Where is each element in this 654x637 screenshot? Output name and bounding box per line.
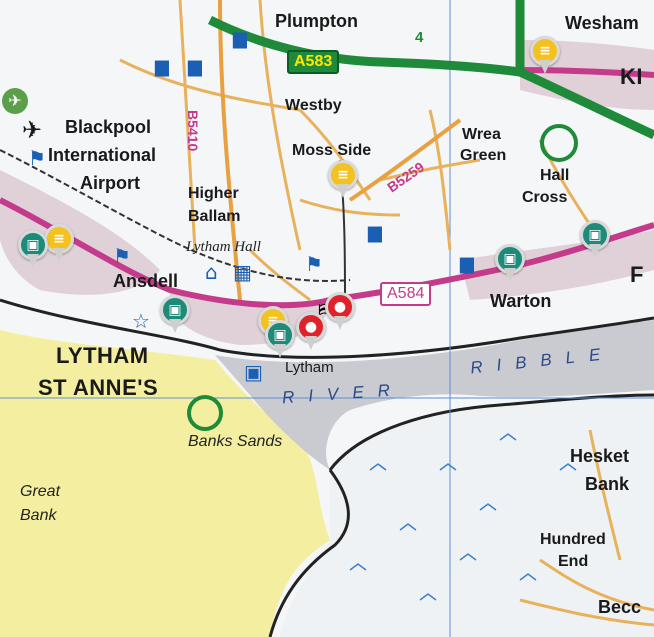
- place-westby: Westby: [285, 97, 342, 114]
- place-becconsall: Becc: [598, 597, 642, 617]
- flag-icon[interactable]: ⚑: [113, 244, 131, 268]
- sand-area: [0, 330, 330, 637]
- station-marker-pin[interactable]: ●: [296, 312, 326, 352]
- map-ring-banks-sands[interactable]: [187, 395, 223, 431]
- place-hesketh-bank-line2: Bank: [585, 474, 630, 494]
- estuary-channel: [215, 320, 654, 470]
- station-marker-pin[interactable]: ●: [325, 292, 355, 332]
- rail-station-pin[interactable]: ≡: [530, 36, 560, 76]
- place-great-bank-line2: Bank: [20, 507, 57, 524]
- airport-icon[interactable]: ✈: [22, 116, 43, 144]
- place-hesketh-bank-line1: Hesket: [570, 446, 630, 466]
- place-plumpton: Plumpton: [275, 11, 358, 31]
- urban-warton: [460, 230, 654, 300]
- caravan-site-icon[interactable]: ▆: [368, 222, 382, 243]
- place-wrea-green-line2: Green: [460, 147, 507, 164]
- place-lytham: Lytham: [285, 359, 334, 376]
- marsh-symbols: [349, 433, 577, 601]
- road-shield-a583: A583: [287, 50, 340, 74]
- primary-roads: [207, 0, 654, 140]
- place-lytham-st-annes-line2: ST ANNE'S: [38, 375, 159, 400]
- caravan-site-icon[interactable]: ▆: [188, 56, 202, 77]
- salt-marsh: [280, 395, 654, 637]
- place-blackpool-airport-line1: Blackpool: [65, 117, 152, 137]
- place-banks-sands: Banks Sands: [188, 433, 283, 450]
- flag-icon[interactable]: ⚑: [305, 252, 323, 276]
- caravan-site-icon[interactable]: ▆: [460, 253, 474, 274]
- shore-south: [268, 469, 350, 637]
- bus-stop-pin[interactable]: ▣: [160, 295, 190, 335]
- coastline: [328, 393, 654, 471]
- caravan-site-icon[interactable]: ▆: [155, 56, 169, 77]
- bus-stop-pin[interactable]: ▣: [495, 244, 525, 284]
- caravan-site-icon[interactable]: ▆: [233, 28, 247, 49]
- place-hundred-end-line2: End: [558, 553, 589, 570]
- place-higher-ballam-line2: Ballam: [188, 208, 241, 225]
- rail-station-pin[interactable]: ≡: [44, 224, 74, 264]
- place-great-bank-line1: Great: [20, 483, 61, 500]
- place-ansdell: Ansdell: [113, 271, 179, 291]
- place-lytham-hall: Lytham Hall: [186, 239, 261, 255]
- rail-station-pin[interactable]: ≡: [328, 160, 358, 200]
- place-hall-cross-line1: Hall: [540, 167, 570, 184]
- b-roads: [218, 0, 462, 301]
- place-hall-cross-line2: Cross: [522, 189, 568, 206]
- place-warton: Warton: [490, 291, 552, 311]
- bus-stop-pin[interactable]: ▣: [580, 220, 610, 260]
- place-higher-ballam-line1: Higher: [188, 185, 239, 202]
- airport-pin-icon[interactable]: ✈: [2, 88, 28, 114]
- tourist-info-icon[interactable]: ⌂: [205, 260, 218, 284]
- bus-stop-pin[interactable]: ▣: [18, 230, 48, 270]
- place-blackpool-airport-line2: International: [48, 145, 157, 165]
- place-wesham: Wesham: [565, 13, 639, 33]
- place-hundred-end-line1: Hundred: [540, 531, 606, 548]
- place-wrea-green-line1: Wrea: [462, 126, 501, 143]
- place-lytham-st-annes-line1: LYTHAM: [56, 343, 149, 368]
- flag-icon[interactable]: ⚑: [28, 146, 46, 170]
- road-label-b5410: B5410: [185, 110, 201, 152]
- museum-icon[interactable]: ▣: [244, 360, 263, 384]
- coastline-north: [0, 298, 654, 359]
- place-moss-side: Moss Side: [292, 142, 372, 159]
- railway-line: [0, 149, 351, 282]
- bus-stop-pin[interactable]: ▣: [265, 320, 295, 360]
- place-blackpool-airport-line3: Airport: [80, 173, 140, 193]
- place-kirkham: KI: [620, 64, 643, 89]
- star-icon[interactable]: ☆: [132, 309, 150, 333]
- map-ring-hall-cross[interactable]: [540, 124, 578, 162]
- place-freckleton: F: [630, 262, 644, 287]
- road-shield-a584: A584: [380, 282, 432, 306]
- junction-number: 4: [415, 29, 424, 46]
- tourist-info-icon[interactable]: ▦: [233, 260, 252, 284]
